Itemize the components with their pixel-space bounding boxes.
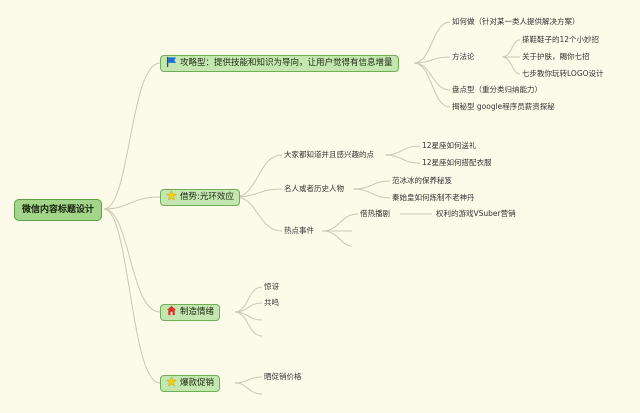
link-b4-c1 <box>234 376 263 384</box>
root-label: 微信内容标题设计 <box>22 205 95 215</box>
link-b3-c1 <box>234 286 263 313</box>
link-root-b3 <box>103 208 161 313</box>
link-b2-c1-g1 <box>384 145 421 156</box>
link-root-b4 <box>103 208 161 384</box>
leaf-resonance[interactable]: 共鸣 <box>264 298 279 307</box>
house-icon <box>166 305 177 316</box>
link-b1-c4 <box>413 62 451 108</box>
leaf-price-promo[interactable]: 晒促销价格 <box>264 372 302 381</box>
branch-node-strategy[interactable]: 攻略型：提供技能和知识为导向，让用户觉得有信息增量 <box>160 55 399 72</box>
link-b2-c3-g1 <box>321 213 359 232</box>
leaf-zodiac-gift[interactable]: 12星座如何送礼 <box>422 141 477 150</box>
leaf-hot-drama[interactable]: 借热播剧 <box>360 209 390 218</box>
link-b1-c2 <box>413 56 451 64</box>
link-b3-e2 <box>234 311 263 337</box>
link-root-b1 <box>103 62 161 210</box>
leaf-how-to[interactable]: 如何做（针对某一类人提供解决方案） <box>452 17 580 26</box>
leaf-zodiac-outfit[interactable]: 12星座如何搭配衣服 <box>422 158 492 167</box>
leaf-inventory[interactable]: 盘点型（重分类归纳能力） <box>452 85 542 94</box>
link-b2-c2-g1 <box>352 180 391 190</box>
link-b1-c1 <box>413 21 451 64</box>
link-b2-c2 <box>234 188 283 198</box>
link-b2-c3 <box>234 196 283 232</box>
branch-label: 爆款促销 <box>180 378 215 388</box>
leaf-common-interest[interactable]: 大家都知道并且感兴趣的点 <box>284 150 374 159</box>
leaf-skin-care[interactable]: 关于护肤，賜你七招 <box>522 52 590 61</box>
leaf-methodology[interactable]: 方法论 <box>452 52 475 61</box>
link-b2-c1 <box>234 154 283 198</box>
branch-label: 制造情绪 <box>180 307 215 317</box>
branch-node-emotion[interactable]: 制造情绪 <box>160 304 221 321</box>
link-b2-c3-g3 <box>321 230 353 247</box>
leaf-celebrity[interactable]: 名人或者历史人物 <box>284 184 344 193</box>
leaf-got-uber[interactable]: 权利的游戏VSuber营销 <box>436 209 516 218</box>
leaf-fan-bingbing[interactable]: 范冰冰的保养秘笈 <box>392 176 452 185</box>
leaf-hot-events[interactable]: 热点事件 <box>284 226 314 235</box>
link-root-b2 <box>103 196 161 210</box>
leaf-qin-shihuang[interactable]: 秦始皇如何炼制不老神丹 <box>392 193 475 202</box>
link-b4-e1 <box>234 382 263 395</box>
leaf-logo-design[interactable]: 七步教你玩转LOGO设计 <box>522 69 604 78</box>
leaf-shoe-tips[interactable]: 搽鞋鞋子的12个小妙招 <box>522 35 600 44</box>
link-b2-c1-g2 <box>384 154 421 164</box>
root-node[interactable]: 微信内容标题设计 <box>14 199 103 221</box>
link-b1-c2-g1 <box>501 39 521 58</box>
yellow-star-icon <box>166 376 177 387</box>
branch-label: 借势:光环效应 <box>180 192 234 202</box>
leaf-reveal[interactable]: 揭秘型 google程序员薪资探秘 <box>452 102 555 111</box>
leaf-surprise[interactable]: 惊讶 <box>264 282 279 291</box>
branch-node-halo[interactable]: 借势:光环效应 <box>160 189 240 206</box>
blue-flag-icon <box>166 56 177 67</box>
yellow-star-icon <box>166 190 177 201</box>
branch-label: 攻略型：提供技能和知识为导向，让用户觉得有信息增量 <box>180 58 393 68</box>
link-b1-c2-g3 <box>501 56 521 75</box>
link-b2-c2-g2 <box>352 188 391 199</box>
branch-node-promotion[interactable]: 爆款促销 <box>160 375 221 392</box>
